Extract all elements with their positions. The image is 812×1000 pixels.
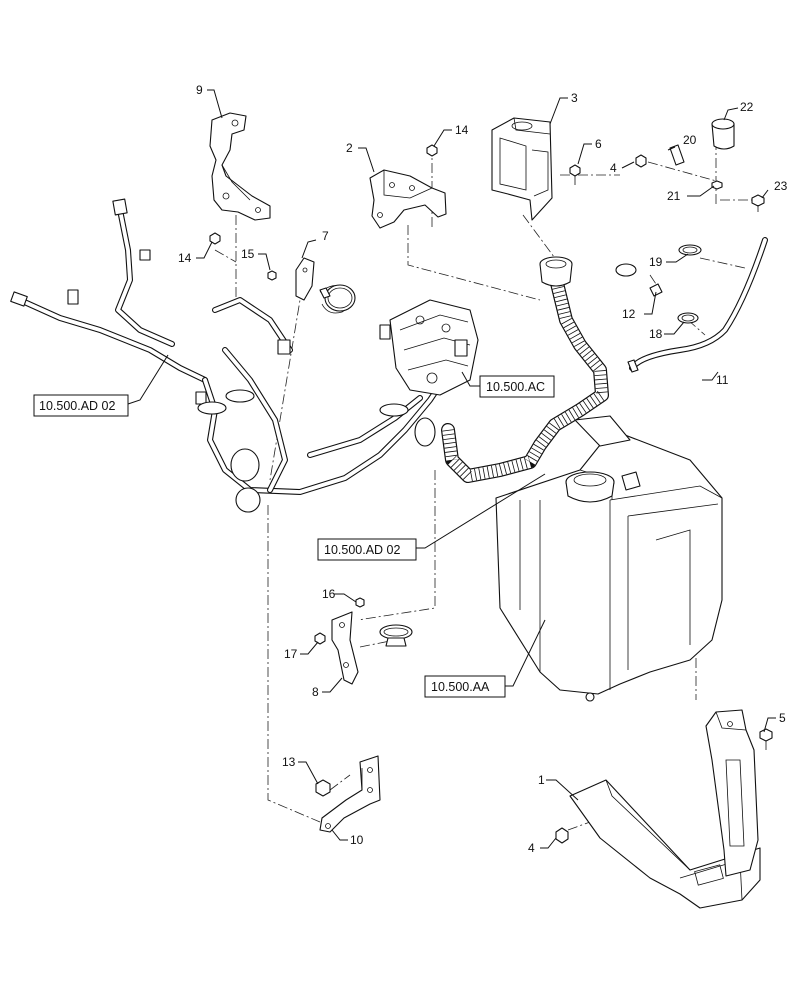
callout-4-top: 4 [610, 161, 617, 175]
ref-label-ad02-center: 10.500.AD 02 [324, 543, 400, 557]
ref-box-ad02-center[interactable]: 10.500.AD 02 [317, 538, 417, 561]
callout-14-lower: 14 [178, 251, 192, 265]
bracket-part-9 [209, 112, 271, 221]
callout-4-lower: 4 [528, 841, 535, 855]
callout-10: 10 [350, 833, 364, 847]
callout-3: 3 [571, 91, 578, 105]
callout-13: 13 [282, 755, 296, 769]
callout-15: 15 [241, 247, 255, 261]
callout-numbers: 9 2 3 14 6 4 20 22 21 23 14 15 7 19 12 1… [178, 83, 788, 855]
bracket-part-2 [369, 169, 447, 229]
callout-18: 18 [649, 327, 663, 341]
valve-assembly [379, 299, 479, 396]
callout-5: 5 [779, 711, 786, 725]
clamps-right [615, 244, 702, 324]
callout-2: 2 [346, 141, 353, 155]
callout-17: 17 [284, 647, 298, 661]
ref-box-ac[interactable]: 10.500.AC [479, 375, 555, 398]
hardware-small [209, 118, 773, 844]
hose-part-11 [627, 237, 768, 373]
callout-8: 8 [312, 685, 319, 699]
callout-11: 11 [716, 373, 729, 387]
reference-labels: 10.500.AD 02 10.500.AC 10.500.AD 02 10.5… [33, 375, 555, 698]
bracket-part-3 [491, 117, 553, 221]
ref-box-aa[interactable]: 10.500.AA [424, 675, 506, 698]
bracket-part-5 [705, 709, 759, 877]
callout-16: 16 [322, 587, 336, 601]
bracket-part-1 [569, 779, 761, 909]
bracket-part-7 [295, 257, 356, 314]
callout-22: 22 [740, 100, 754, 114]
ref-label-ad02-left: 10.500.AD 02 [39, 399, 115, 413]
wiring-harness [10, 198, 453, 513]
bracket-part-10 [319, 755, 381, 833]
callout-1: 1 [538, 773, 545, 787]
callout-9: 9 [196, 83, 203, 97]
callout-21: 21 [667, 189, 681, 203]
callout-20: 20 [683, 133, 697, 147]
callout-7: 7 [322, 229, 329, 243]
ref-label-ac: 10.500.AC [486, 380, 545, 394]
callout-19: 19 [649, 255, 663, 269]
callout-6: 6 [595, 137, 602, 151]
callout-12: 12 [622, 307, 636, 321]
bracket-part-8 [331, 611, 413, 685]
callout-23: 23 [774, 179, 788, 193]
leader-lines [127, 89, 776, 849]
def-tank [495, 415, 723, 702]
callout-14-top: 14 [455, 123, 469, 137]
filler-hose [441, 256, 609, 483]
ref-label-aa: 10.500.AA [431, 680, 490, 694]
ref-box-ad02-left[interactable]: 10.500.AD 02 [33, 394, 129, 417]
